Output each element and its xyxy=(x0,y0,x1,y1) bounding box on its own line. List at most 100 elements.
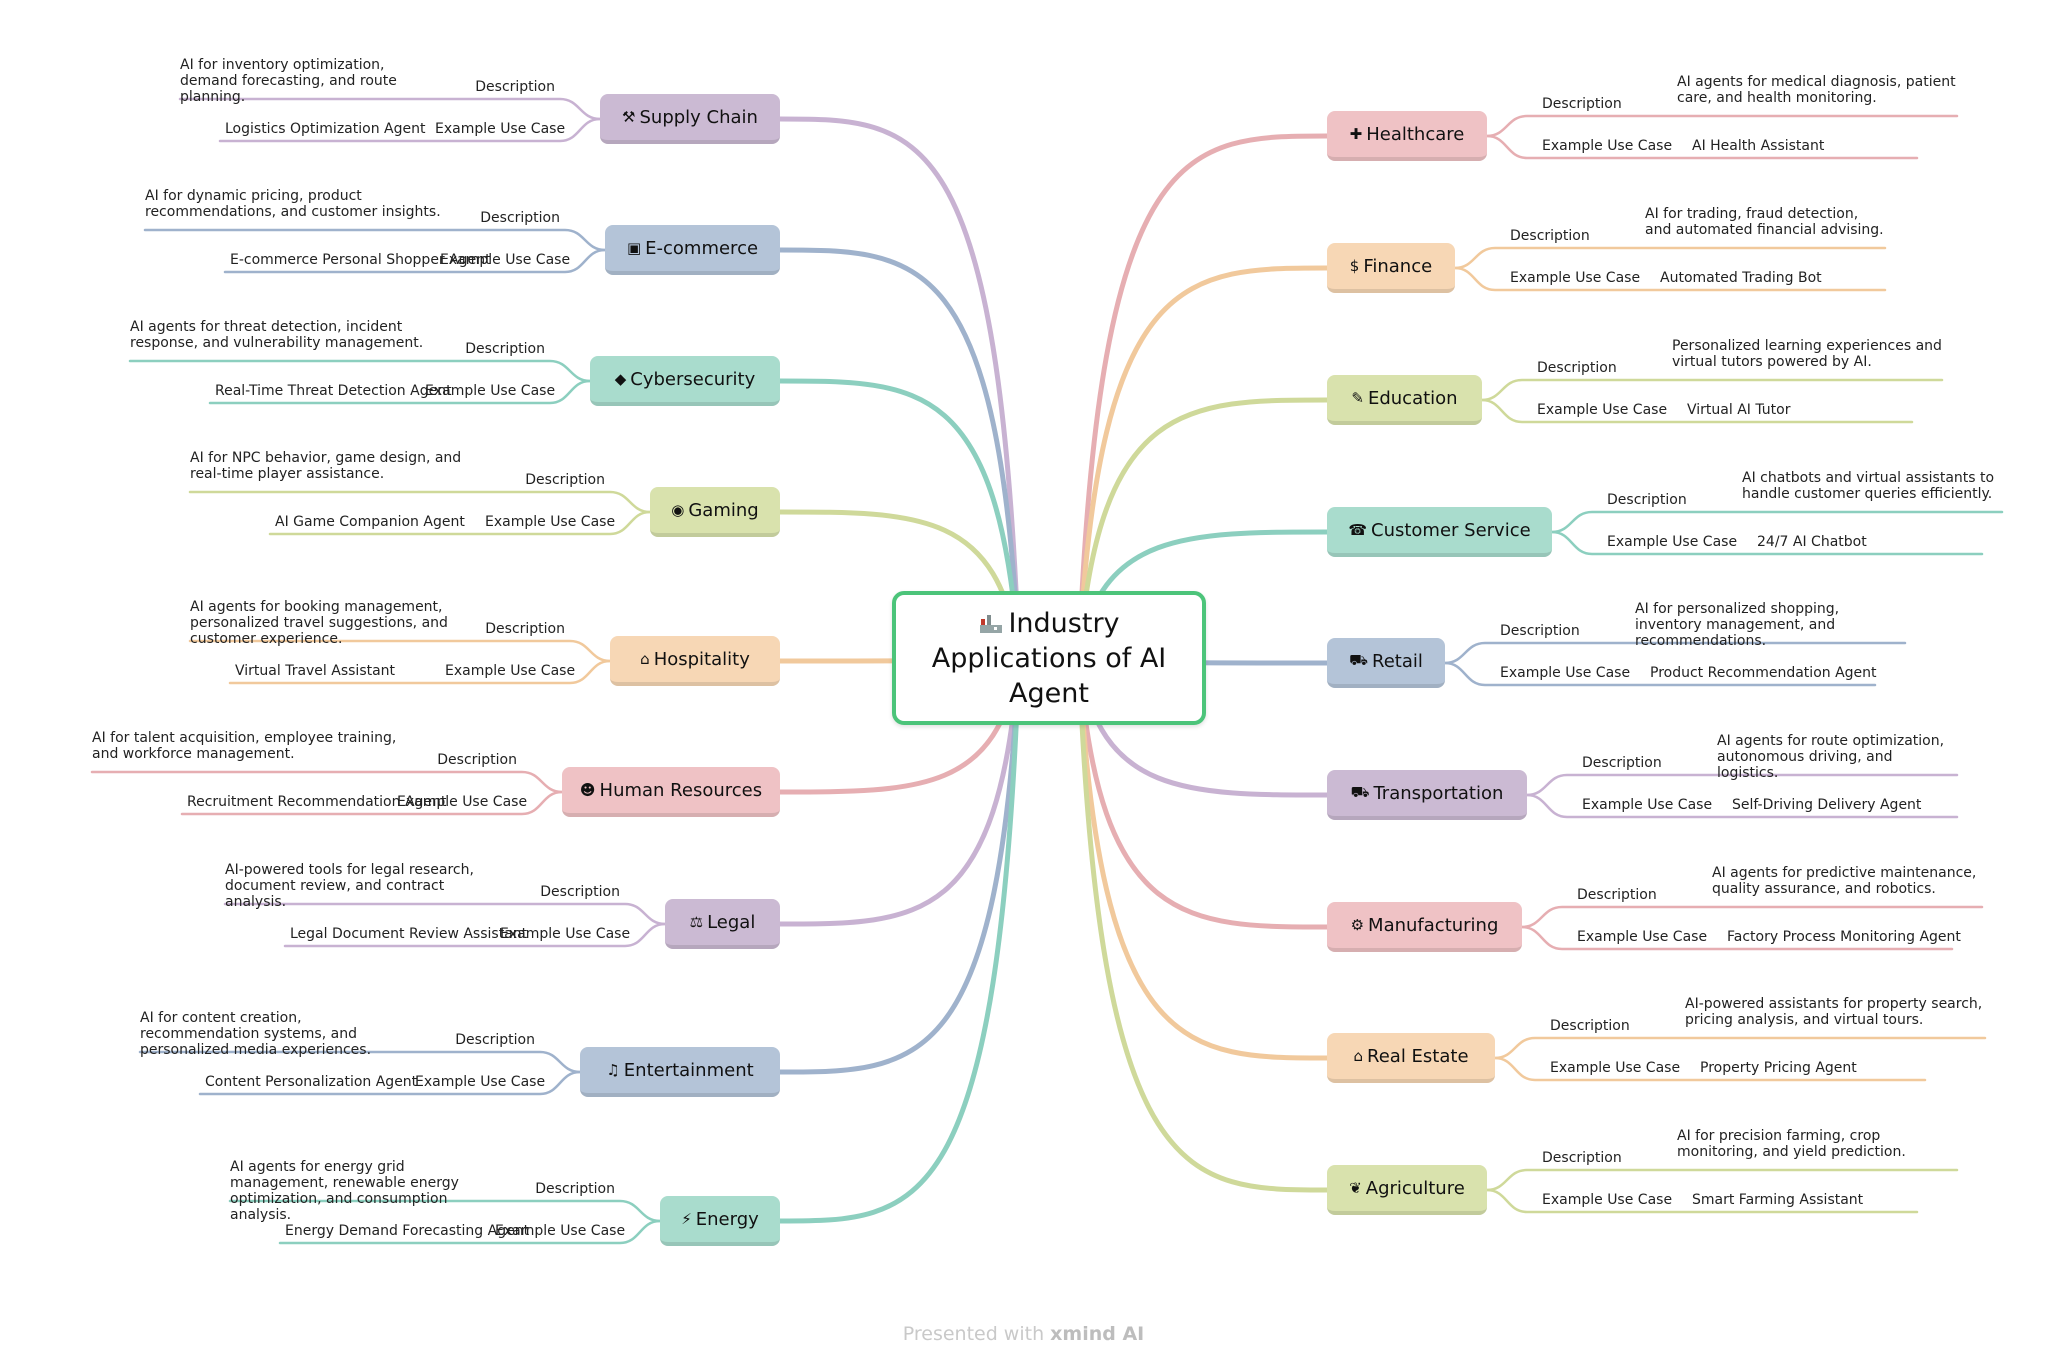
topic-e-commerce[interactable]: ▣E-commerce xyxy=(605,225,780,275)
topic-label: Supply Chain xyxy=(639,106,758,128)
central-topic[interactable]: Industry Applications of AI Agent xyxy=(892,591,1206,725)
example-text: Product Recommendation Agent xyxy=(1650,665,1877,681)
customer-service-example-line xyxy=(1550,530,1984,556)
description-label: Description xyxy=(485,621,565,637)
hospitality-example-line xyxy=(228,659,612,685)
example-use-case-label: Example Use Case xyxy=(1550,1060,1681,1076)
topic-human-resources[interactable]: ☻Human Resources xyxy=(562,767,780,817)
description-text: AI for trading, fraud detection, and aut… xyxy=(1645,206,1884,238)
topic-agriculture[interactable]: ❦Agriculture xyxy=(1327,1165,1487,1215)
topic-supply-chain[interactable]: ⚒Supply Chain xyxy=(600,94,780,144)
example-text: Content Personalization Agent xyxy=(205,1074,418,1090)
topic-label: Real Estate xyxy=(1367,1045,1469,1067)
entertainment-icon: ♫ xyxy=(606,1061,620,1079)
legal-icon: ⚖ xyxy=(689,913,704,931)
topic-energy[interactable]: ⚡Energy xyxy=(660,1196,780,1246)
example-use-case-label: Example Use Case xyxy=(500,926,631,942)
branch-cybersecurity xyxy=(777,378,1022,661)
example-use-case-label: Example Use Case xyxy=(1500,665,1631,681)
description-label: Description xyxy=(1542,1150,1622,1166)
topic-label: Energy xyxy=(695,1208,759,1230)
topic-label: Transportation xyxy=(1373,782,1504,804)
factory-icon xyxy=(978,609,1004,635)
branch-entertainment xyxy=(777,655,1022,1075)
topic-healthcare[interactable]: ✚Healthcare xyxy=(1327,111,1487,161)
branch-manufacturing xyxy=(1076,655,1330,930)
description-text: AI for dynamic pricing, product recommen… xyxy=(145,188,441,220)
branch-finance xyxy=(1076,265,1330,661)
topic-label: Agriculture xyxy=(1365,1177,1465,1199)
branch-energy xyxy=(777,655,1022,1224)
topic-education[interactable]: ✎Education xyxy=(1327,375,1482,425)
topic-customer-service[interactable]: ☎Customer Service xyxy=(1327,507,1552,557)
real-estate-example-line xyxy=(1493,1056,1927,1082)
description-text: AI agents for threat detection, incident… xyxy=(130,319,424,351)
energy-example-line xyxy=(278,1219,662,1245)
topic-manufacturing[interactable]: ⚙Manufacturing xyxy=(1327,902,1522,952)
topic-label: Hospitality xyxy=(653,648,750,670)
hospitality-icon: ⌂ xyxy=(640,650,650,668)
description-label: Description xyxy=(1607,492,1687,508)
example-text: Automated Trading Bot xyxy=(1660,270,1822,286)
topic-label: Entertainment xyxy=(623,1059,754,1081)
example-use-case-label: Example Use Case xyxy=(1510,270,1641,286)
human-resources-description-line xyxy=(90,770,564,794)
legal-example-line xyxy=(283,922,667,948)
topic-retail[interactable]: ⛟Retail xyxy=(1327,638,1445,688)
cybersecurity-description-line xyxy=(128,359,592,383)
example-text: Smart Farming Assistant xyxy=(1692,1192,1864,1208)
example-text: AI Health Assistant xyxy=(1692,138,1825,154)
retail-example-line xyxy=(1443,661,1877,687)
topic-label: Finance xyxy=(1363,255,1433,277)
topic-entertainment[interactable]: ♫Entertainment xyxy=(580,1047,780,1097)
topic-label: Human Resources xyxy=(599,779,763,801)
education-description-line xyxy=(1480,378,1944,402)
example-text: Self-Driving Delivery Agent xyxy=(1732,797,1922,813)
topic-gaming[interactable]: ◉Gaming xyxy=(650,487,780,537)
energy-description-line xyxy=(228,1199,662,1223)
topic-label: Cybersecurity xyxy=(630,368,756,390)
example-use-case-label: Example Use Case xyxy=(495,1223,626,1239)
real-estate-icon: ⌂ xyxy=(1353,1047,1364,1065)
example-text: E-commerce Personal Shopper Agent xyxy=(230,252,491,268)
example-use-case-label: Example Use Case xyxy=(1542,1192,1673,1208)
topic-hospitality[interactable]: ⌂Hospitality xyxy=(610,636,780,686)
xmind-brand: xmind AI xyxy=(1050,1323,1145,1345)
supply-chain-description-line xyxy=(178,97,602,121)
agriculture-icon: ❦ xyxy=(1349,1179,1362,1197)
topic-real-estate[interactable]: ⌂Real Estate xyxy=(1327,1033,1495,1083)
example-text: Virtual Travel Assistant xyxy=(235,663,396,679)
branch-e-commerce xyxy=(777,247,1022,661)
branch-education xyxy=(1076,397,1330,661)
agriculture-example-line xyxy=(1485,1188,1919,1214)
branch-healthcare xyxy=(1076,133,1330,661)
example-use-case-label: Example Use Case xyxy=(445,663,576,679)
manufacturing-example-line xyxy=(1520,925,1954,951)
description-text: AI for inventory optimization, demand fo… xyxy=(180,57,397,105)
example-text: Logistics Optimization Agent xyxy=(225,121,426,137)
agriculture-description-line xyxy=(1485,1168,1959,1192)
topic-legal[interactable]: ⚖Legal xyxy=(665,899,780,949)
description-label: Description xyxy=(475,79,555,95)
description-label: Description xyxy=(480,210,560,226)
real-estate-description-line xyxy=(1493,1036,1987,1060)
topic-finance[interactable]: $Finance xyxy=(1327,243,1455,293)
topic-transportation[interactable]: ⛟Transportation xyxy=(1327,770,1527,820)
example-use-case-label: Example Use Case xyxy=(440,252,571,268)
description-label: Description xyxy=(525,472,605,488)
human-resources-example-line xyxy=(180,790,564,816)
human-resources-icon: ☻ xyxy=(579,781,596,799)
healthcare-description-line xyxy=(1485,114,1959,138)
description-label: Description xyxy=(465,341,545,357)
description-text: AI for talent acquisition, employee trai… xyxy=(92,730,397,762)
transportation-example-line xyxy=(1525,793,1959,819)
finance-example-line xyxy=(1453,266,1887,292)
example-text: Factory Process Monitoring Agent xyxy=(1727,929,1961,945)
description-label: Description xyxy=(1577,887,1657,903)
branch-real-estate xyxy=(1076,655,1330,1061)
description-text: AI agents for booking management, person… xyxy=(190,599,448,647)
description-label: Description xyxy=(455,1032,535,1048)
topic-cybersecurity[interactable]: ◆Cybersecurity xyxy=(590,356,780,406)
description-label: Description xyxy=(535,1181,615,1197)
example-text: Energy Demand Forecasting Agent xyxy=(285,1223,530,1239)
